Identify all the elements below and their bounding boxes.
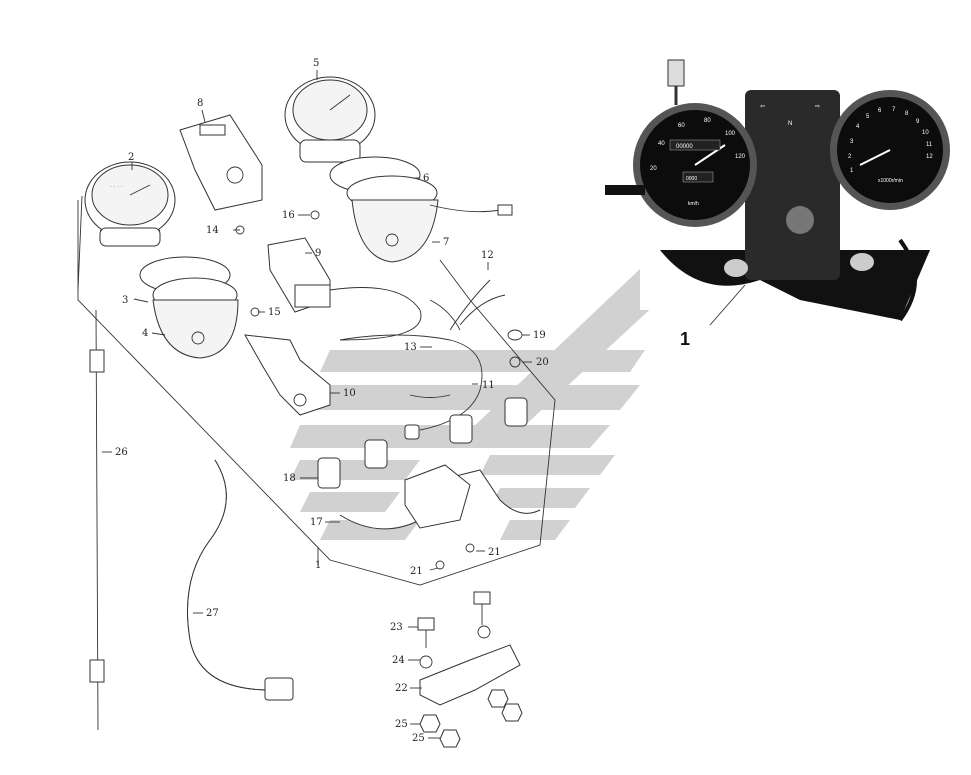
callout-24: 24 [392, 655, 405, 666]
callout-18: 18 [283, 473, 296, 484]
speedo-tick-20: 20 [650, 166, 657, 172]
callout-25a: 25 [395, 719, 408, 730]
assembly-boundary [77, 200, 556, 586]
tach-tick-10: 10 [922, 130, 929, 136]
arrow-right-icon: ⇨ [815, 104, 820, 110]
tach-tick-8: 8 [905, 111, 909, 117]
gauge-cup-left-drawing [139, 256, 239, 359]
tach-tick-12: 12 [926, 154, 933, 160]
callout-2: 2 [128, 152, 134, 163]
callout-22: 22 [395, 683, 408, 694]
callout-19: 19 [533, 330, 546, 341]
tachometer-gauge-drawing [284, 76, 376, 163]
tach-tick-3: 3 [850, 139, 854, 145]
mounting-bracket-drawing [244, 334, 331, 416]
callout-5: 5 [313, 58, 319, 69]
indicator-bracket-drawing [267, 237, 331, 313]
part-callouts: 1 2 3 4 5 6 7 8 9 10 11 12 13 14 15 16 1… [115, 58, 549, 744]
tach-tick-4: 4 [856, 124, 860, 130]
trip-readout: 0000 [686, 176, 697, 182]
speedo-tick-120: 120 [735, 154, 746, 160]
callout-3: 3 [122, 295, 128, 306]
callout-8: 8 [197, 98, 203, 109]
callout-1: 1 [315, 560, 321, 571]
tach-tick-6: 6 [878, 108, 882, 114]
neutral-indicator: N [788, 121, 792, 127]
callout-11: 11 [482, 380, 495, 391]
callout-10: 10 [343, 388, 356, 399]
lower-bracket-drawing [317, 397, 541, 530]
callout-25b: 25 [412, 733, 425, 744]
speedo-tick-100: 100 [725, 131, 736, 137]
svg-text:· · · ·: · · · · [110, 184, 123, 190]
tach-tick-11: 11 [926, 142, 933, 148]
tach-tick-1: 1 [850, 168, 854, 174]
callout-7: 7 [443, 237, 449, 248]
tachometer-cable-drawing [187, 459, 294, 701]
callout-13: 13 [404, 342, 417, 353]
speedo-tick-60: 60 [678, 123, 685, 129]
wiring-harness-drawing [329, 279, 506, 440]
callout-14: 14 [206, 225, 219, 236]
callout-16: 16 [282, 210, 295, 221]
speedometer-cable-drawing [89, 309, 105, 731]
tach-tick-5: 5 [866, 114, 870, 120]
tach-unit: x1000r/min [878, 178, 903, 184]
photo-callout: 1 [680, 329, 690, 349]
callout-15: 15 [268, 307, 281, 318]
callout-4: 4 [142, 328, 148, 339]
callout-9: 9 [315, 248, 321, 259]
callout-27: 27 [206, 608, 219, 619]
speedo-unit: km/h [688, 201, 699, 207]
arrow-left-icon: ⇦ [760, 104, 765, 110]
callout-20: 20 [536, 357, 549, 368]
cluster-photo: N ⇦ ⇨ 20 40 60 80 100 120 00000 0000 km/… [605, 59, 950, 322]
tach-tick-9: 9 [916, 119, 920, 125]
tach-tick-2: 2 [848, 154, 852, 160]
callout-17: 17 [310, 517, 323, 528]
speedo-tick-40: 40 [658, 141, 665, 147]
callout-23: 23 [390, 622, 403, 633]
callout-26: 26 [115, 447, 128, 458]
speedometer-gauge-drawing: · · · · [84, 161, 176, 247]
gauge-cup-right-drawing [329, 156, 513, 263]
callout-6: 6 [423, 173, 429, 184]
stay-plate-hardware-drawing [417, 591, 523, 748]
tach-tick-7: 7 [892, 107, 896, 113]
indicator-panel-drawing [179, 114, 263, 211]
callout-21a: 21 [488, 547, 501, 558]
callout-21b: 21 [410, 566, 423, 577]
leader-lines [102, 70, 532, 739]
callout-12: 12 [481, 250, 494, 261]
speedo-tick-80: 80 [704, 118, 711, 124]
odometer-readout: 00000 [676, 144, 693, 150]
